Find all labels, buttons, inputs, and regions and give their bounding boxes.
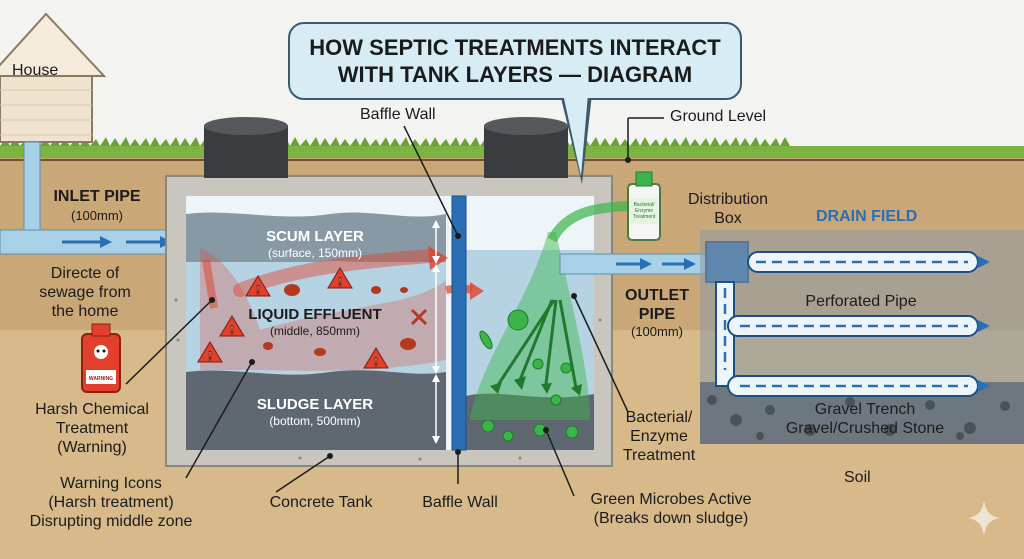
bacterial-bottle — [627, 171, 661, 241]
bottle-label: Bacterial/ Enzyme Treatment — [632, 202, 656, 220]
sludge-layer-sub: (bottom, 500mm) — [269, 414, 361, 428]
svg-text:!: ! — [256, 283, 260, 297]
inlet-pipe-size: (100mm) — [70, 208, 123, 223]
perforated-pipe-label: Perforated Pipe — [805, 293, 917, 310]
house-label: House — [12, 62, 59, 79]
warning-icons-label: Warning Icons (Harsh treatment) Disrupti… — [29, 475, 193, 530]
harsh-chemical-bottle — [81, 323, 121, 393]
warning-bottle-text: WARNING — [88, 376, 114, 382]
sludge-layer-area — [186, 370, 446, 450]
scum-layer-sub: (surface, 150mm) — [267, 246, 363, 260]
treatment-pour — [547, 201, 637, 243]
green-microbes-label: Green Microbes Active (Breaks down sludg… — [590, 491, 752, 527]
bacterial-treatment-label: Bacterial/ Enzyme Treatment — [622, 409, 696, 464]
leader-harsh — [125, 299, 213, 385]
gravel-trench-label: Gravel Trench — [814, 401, 916, 418]
harsh-chemical-plume — [200, 248, 446, 371]
soil-label: Soil — [844, 469, 871, 486]
gravel-stone-label: Gravel/Crushed Stone — [785, 420, 945, 437]
svg-text:!: ! — [230, 323, 234, 337]
leader-warning-icons — [185, 361, 253, 479]
outlet-pipe-label: OUTLET PIPE — [625, 287, 689, 323]
svg-text:!: ! — [208, 349, 212, 363]
green-microbes — [479, 309, 579, 442]
sparkle-icon — [968, 500, 1000, 536]
title-callout — [288, 22, 742, 100]
leader-baffle-top — [403, 125, 459, 237]
scum-layer-label: SCUM LAYER — [266, 228, 364, 245]
sludge-layer-label: SLUDGE LAYER — [256, 396, 374, 413]
leader-concrete-tank — [275, 455, 331, 493]
leader-microbes — [545, 429, 575, 497]
sewage-label: Directe of sewage from the home — [39, 265, 131, 320]
microbe-plume — [470, 232, 590, 420]
inlet-pipe-label: INLET PIPE — [53, 188, 141, 205]
dead-microbe-icons — [263, 284, 416, 356]
warning-icon-group: ! ! ! ! ! — [197, 267, 389, 370]
riser-left — [204, 117, 288, 178]
diagram-title: HOW SEPTIC TREATMENTS INTERACT WITH TANK… — [288, 34, 742, 88]
riser-right — [484, 117, 568, 178]
concrete-tank-label: Concrete Tank — [269, 494, 373, 511]
drain-field-label: DRAIN FIELD — [816, 208, 918, 225]
liquid-effluent-sub: (middle, 850mm) — [269, 324, 361, 338]
baffle-wall-top-label: Baffle Wall — [360, 106, 436, 123]
outlet-pipe-size: (100mm) — [630, 324, 683, 339]
svg-text:!: ! — [374, 355, 378, 369]
leader-bacterial — [573, 295, 629, 413]
title-line-1: HOW SEPTIC TREATMENTS INTERACT — [309, 35, 721, 60]
baffle-wall-bottom-label: Baffle Wall — [422, 494, 498, 511]
distribution-box-label: Distribution Box — [687, 191, 769, 227]
svg-text:!: ! — [338, 275, 342, 289]
house — [0, 12, 107, 143]
title-line-2: WITH TANK LAYERS — DIAGRAM — [337, 62, 693, 87]
scum-layer-area — [186, 212, 446, 267]
ground-level-label: Ground Level — [670, 108, 767, 125]
harsh-chemical-label: Harsh Chemical Treatment (Warning) — [35, 401, 149, 456]
liquid-effluent-label: LIQUID EFFLUENT — [248, 306, 382, 323]
liquid-layer-area — [186, 262, 446, 374]
